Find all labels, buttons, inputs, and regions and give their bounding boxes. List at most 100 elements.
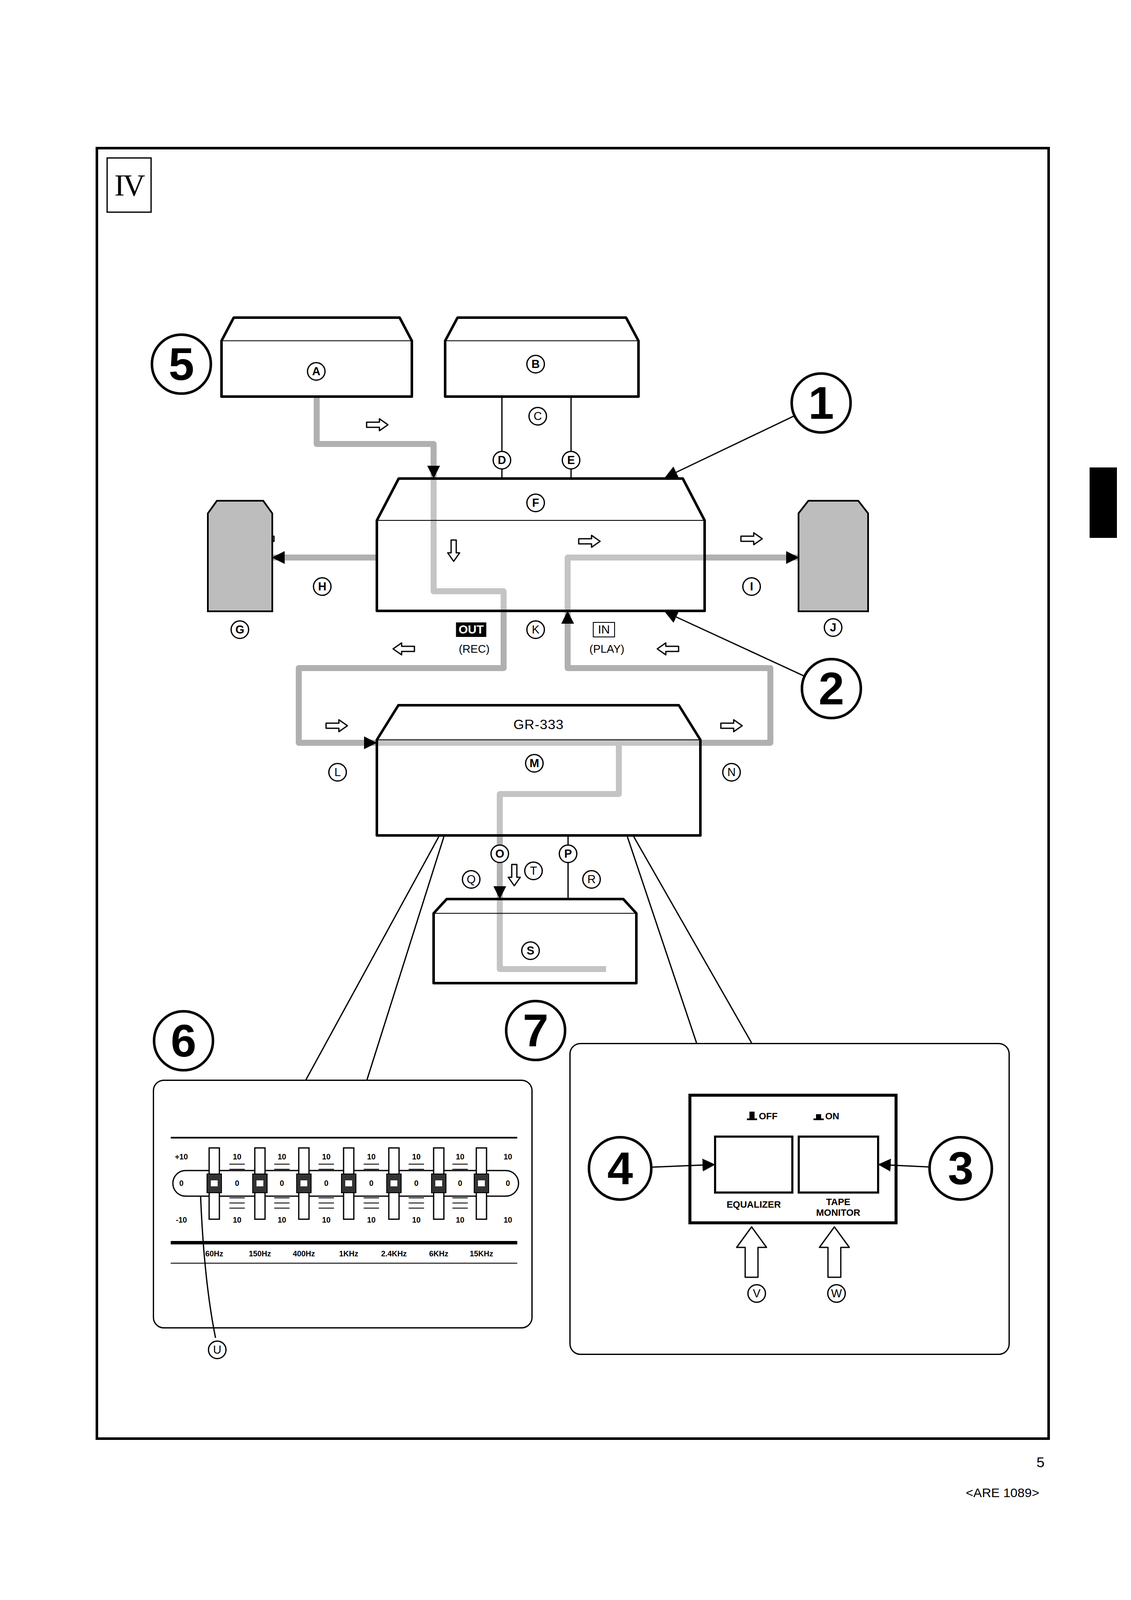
box-edge [433,898,637,983]
frequency-label: 15KHz [469,1249,493,1259]
jack-label: (REC) [457,642,491,656]
scale-tick [318,1163,335,1165]
slider-knob [386,1173,402,1193]
scale-tick [363,1197,379,1199]
callout-number: 4 [607,1145,633,1192]
scale-label: 10 [411,1215,421,1225]
scale-tick [363,1163,379,1165]
box-face-line [376,739,701,741]
slider-panel-lines [170,1137,519,1338]
part-letter: W [827,1283,846,1303]
jack-label: OUT [455,622,487,637]
scale-tick [452,1202,468,1204]
slider-knob [296,1173,312,1193]
scale-label: 10 [277,1152,286,1162]
page-number: 5 [1036,1453,1045,1471]
press-arrows [736,1226,850,1277]
device-box: GR-333M [375,703,702,837]
detail-panel: EQUALIZERTAPE MONITOROFFON43 [569,1042,1010,1355]
scale-label: 10 [367,1215,376,1225]
callout-number: 2 [818,665,845,712]
slider-controls [206,1147,489,1219]
part-letter: A [306,361,326,381]
box-outline [220,316,414,398]
box-face-line [445,340,639,342]
scale-tick [452,1207,468,1209]
part-letter: R [582,869,601,889]
scale-tick [452,1197,468,1199]
section-number: IV [114,167,144,204]
scale-tick [363,1168,379,1170]
box-edge [376,705,701,836]
button-label: TAPE MONITOR [810,1196,866,1219]
leader-arrow [879,1164,929,1167]
part-letter: C [528,406,548,426]
push-button: EQUALIZER [714,1135,794,1194]
scale-label: 10 [503,1152,513,1162]
callout-circle: 4 [587,1135,653,1201]
scale-label: 10 [321,1152,331,1162]
scale-label: 10 [455,1215,465,1225]
scale-label: -10 [175,1215,187,1225]
scale-tick [274,1207,290,1209]
device-box: S [432,897,638,985]
scale-tick [229,1163,245,1165]
flow-arrows [252,418,763,886]
part-letter: N [722,762,741,782]
scale-tick [408,1207,425,1209]
scale-tick [363,1202,379,1204]
zoom-line [633,836,752,1043]
frequency-label: 60Hz [205,1249,224,1259]
switch-panel: EQUALIZERTAPE MONITOROFFON [688,1093,898,1225]
cable-letter: H [312,577,332,596]
scale-label: 0 [505,1178,511,1188]
slider-knob-mark [345,1180,353,1187]
frequency-label: 1KHz [338,1249,359,1259]
box-edge [376,478,705,611]
scale-label: 10 [321,1215,331,1225]
button-label: EQUALIZER [725,1198,782,1210]
part-letter: T [524,861,543,881]
model-name: GR-333 [513,716,564,733]
slider-knob-mark [300,1180,308,1187]
zoom-line [627,836,697,1043]
scale-label: 10 [455,1152,465,1162]
scale-label: 0 [457,1178,463,1188]
scale-tick [408,1163,425,1165]
jack-label: (PLAY) [588,642,626,656]
scale-tick [274,1163,290,1165]
callout-circle: 7 [504,999,567,1062]
zoom-line [306,836,439,1080]
signal-connector [316,397,434,478]
slider-knob [341,1173,356,1193]
callout-circle: 2 [800,657,863,720]
slider-knob-mark [210,1180,218,1187]
switch-state: OFF [758,1110,778,1122]
frequency-label: 2.4KHz [381,1249,407,1259]
frequency-label: 400Hz [292,1249,315,1259]
page-frame [96,148,1049,1439]
speaker-outline [797,499,869,613]
slider-knob-mark [256,1180,264,1187]
signal-connector [298,612,504,743]
slider-knob [206,1173,222,1193]
callout-number: 6 [170,1017,197,1064]
speaker-box: G [206,499,274,613]
scale-tick [408,1168,425,1170]
device-box: B [443,316,640,398]
leader-arrow [652,1164,715,1167]
slider-knob-mark [390,1180,398,1187]
frequency-label: 6KHz [428,1249,449,1259]
callout-number: 3 [947,1145,974,1192]
speaker-body [207,500,273,612]
part-letter: J [823,617,843,637]
device-box: A [220,316,414,398]
frequency-label: 150Hz [248,1249,272,1259]
scale-tick [408,1197,425,1199]
scale-tick [452,1163,468,1165]
index-tab [1089,467,1117,538]
scale-label: 0 [323,1178,329,1188]
signal-connector [273,554,376,561]
box-edge [221,317,412,397]
scale-label: 10 [232,1215,242,1225]
